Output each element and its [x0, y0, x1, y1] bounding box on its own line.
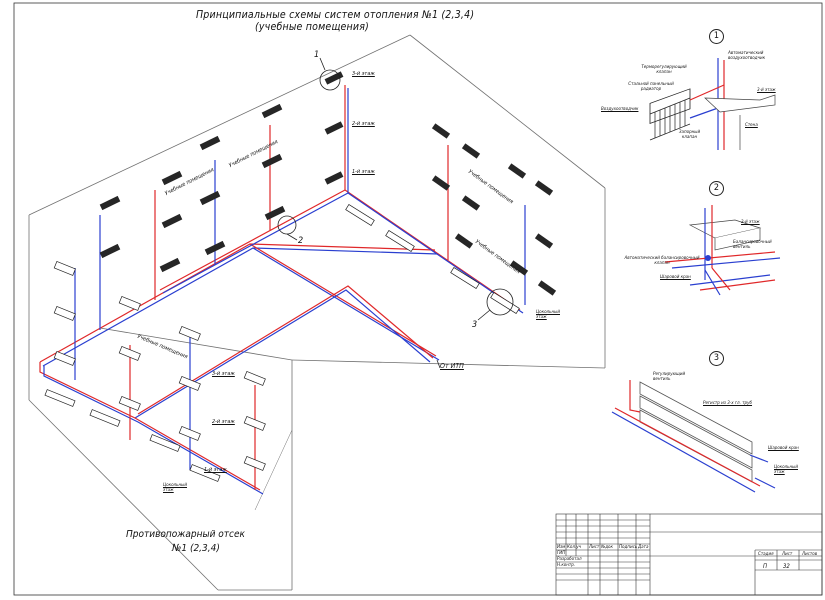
- stamp-row-gip: ГИП: [557, 551, 566, 556]
- detail-1-air-valve-label: Автоматический воздухоотводчик: [728, 51, 766, 61]
- drawing-title-line2: (учебные помещения): [255, 21, 370, 33]
- stamp-row-ncontrol: Н.контр.: [557, 563, 576, 568]
- stamp-header-sign: Подпись: [619, 545, 638, 550]
- stamp-row-developer: Разработал: [557, 557, 582, 562]
- front-radiators: [44, 204, 520, 482]
- stamp-stage-header: Стадия: [758, 552, 774, 557]
- compartment-label-line2: №1 (2,3,4): [172, 543, 220, 554]
- pipe-network: [39, 85, 526, 495]
- callout-markers: [277, 57, 514, 369]
- detail-1-shutoff-label: Запорный клапан: [678, 130, 701, 140]
- sheet-frame: [13, 2, 823, 596]
- basement-label-front: Цокольный этаж: [163, 483, 187, 493]
- callout-2: 2: [298, 236, 304, 246]
- floor-label-2-top: 2-й этаж: [352, 121, 375, 127]
- detail-3-number: 3: [709, 351, 724, 366]
- detail-1-wall-label: Стена: [745, 123, 758, 128]
- detail-3-basement-label: Цокольный этаж: [774, 465, 798, 475]
- detail-3-regulating-label: Регулирующий вентиль: [653, 372, 686, 382]
- detail-2-ball-label: Шаровой кран: [660, 275, 691, 280]
- detail-3-drawing: [611, 380, 776, 493]
- title-block-grid: [555, 513, 823, 596]
- detail-2-balancing-label: Балансировочный вентиль: [733, 240, 772, 250]
- stamp-sheet-header: Лист: [782, 552, 793, 557]
- detail-3-register-label: Регистр из 3-х гл. труб: [703, 401, 753, 406]
- basement-label-right: Цокольный этаж: [536, 310, 560, 320]
- stamp-header-date: Дата: [638, 545, 649, 550]
- stamp-sheet-value: 32: [783, 563, 790, 570]
- detail-1-air-vent-label: Воздухоотводчик: [601, 107, 639, 112]
- detail-1-number: 1: [709, 29, 724, 44]
- itp-label: От ИТП: [440, 362, 464, 370]
- detail-2-drawing: [664, 205, 781, 296]
- floor-label-1-top: 1-й этаж: [352, 169, 375, 175]
- detail-1-thermo-valve-label: Терморегулирующий клапан: [641, 65, 687, 75]
- building-box: [28, 34, 606, 591]
- detail-1-radiator-label: Стальной панельный радиатор: [628, 82, 674, 92]
- compartment-label-line1: Противопожарный отсек: [126, 529, 245, 540]
- detail-2-floor-label: 3-й этаж: [741, 220, 760, 225]
- stamp-header-kolch: Кол.уч: [567, 545, 582, 550]
- floor-label-1-front: 1-й этаж: [204, 467, 227, 473]
- stamp-header-doc: №док: [601, 545, 613, 550]
- detail-1-drawing: [649, 58, 776, 150]
- stamp-header-list: Лист: [589, 545, 600, 550]
- radiators: [99, 71, 557, 296]
- floor-label-3-front: 3-й этаж: [212, 371, 235, 377]
- callout-3: 3: [472, 320, 478, 330]
- stamp-stage-value: П: [763, 563, 768, 570]
- stamp-header-izm: Изм: [557, 545, 566, 550]
- callout-1: 1: [314, 50, 320, 60]
- detail-2-number: 2: [709, 181, 724, 196]
- floor-label-3-top: 3-й этаж: [352, 71, 375, 77]
- stamp-sheets-header: Листов: [802, 552, 818, 557]
- floor-label-2-front: 2-й этаж: [212, 419, 235, 425]
- drawing-title-line1: Принципиальные схемы систем отопления №1…: [196, 9, 475, 21]
- detail-3-ball-label: Шаровой кран: [768, 446, 799, 451]
- detail-1-floor-label: 3-й этаж: [757, 88, 776, 93]
- detail-2-auto-valve-label: Автоматический балансировочный клапан: [624, 256, 700, 266]
